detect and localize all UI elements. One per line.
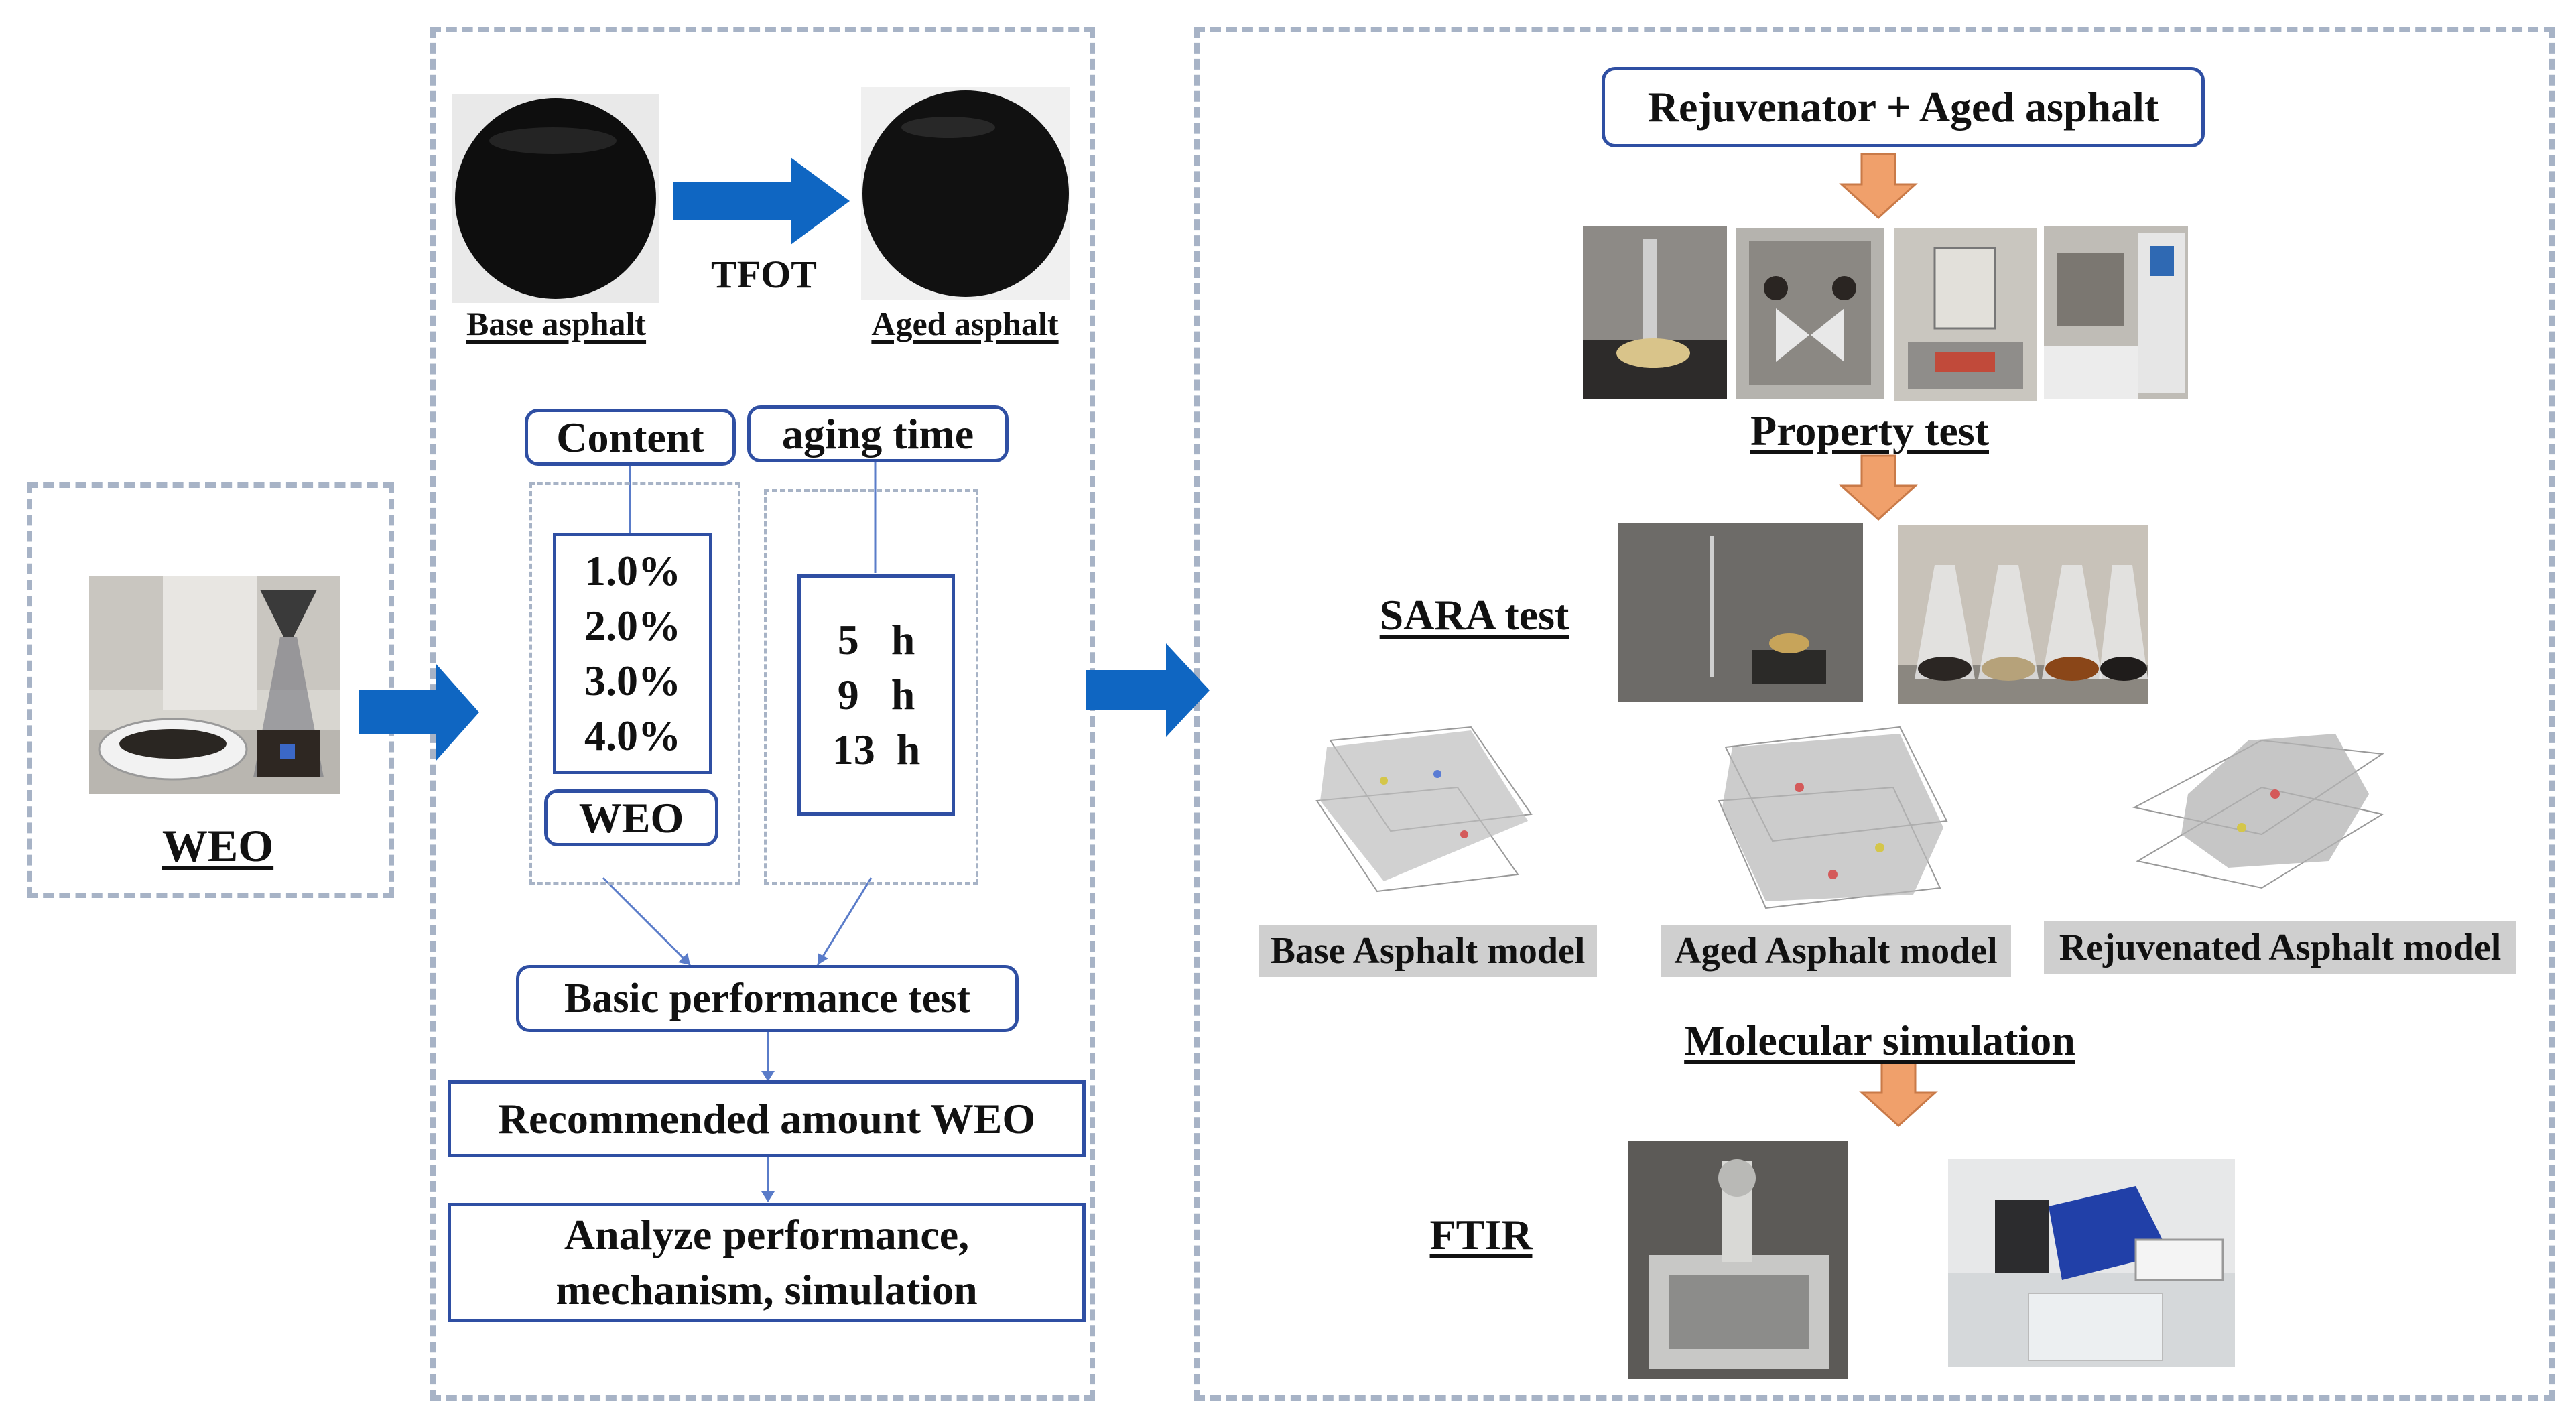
rejuvenated-asphalt-model-label: Rejuvenated Asphalt model bbox=[2044, 921, 2516, 974]
sara-test-label: SARA test bbox=[1379, 591, 1569, 639]
content-value: 1.0% bbox=[584, 547, 681, 594]
aged-asphalt-label: Aged asphalt bbox=[871, 305, 1059, 342]
analyze-line: Analyze performance, bbox=[564, 1211, 970, 1258]
aged-asphalt-model-image bbox=[1712, 720, 1960, 915]
analyze-line: mechanism, simulation bbox=[556, 1266, 978, 1313]
content-header: Content bbox=[525, 409, 736, 466]
recommended-amount-box: Recommended amount WEO bbox=[448, 1080, 1086, 1157]
property-test-label: Property test bbox=[1750, 407, 1989, 454]
property-photo-3 bbox=[1894, 228, 2037, 401]
aging-time-group bbox=[764, 489, 978, 885]
ftir-photo-1 bbox=[1628, 1141, 1848, 1379]
content-value: 2.0% bbox=[584, 602, 681, 649]
blue-arrow-icon bbox=[673, 157, 850, 245]
base-asphalt-label: Base asphalt bbox=[466, 305, 647, 342]
property-photo-2 bbox=[1736, 228, 1884, 399]
base-asphalt-photo bbox=[452, 94, 659, 303]
orange-arrow-icon bbox=[1839, 454, 1918, 521]
aging-time-value: 5 h bbox=[837, 616, 915, 663]
molecular-simulation-label: Molecular simulation bbox=[1684, 1017, 2075, 1064]
tfot-label: TFOT bbox=[711, 253, 817, 296]
base-asphalt-model-image bbox=[1303, 720, 1545, 901]
aged-asphalt-photo bbox=[861, 87, 1070, 300]
sara-photo-1 bbox=[1618, 523, 1863, 702]
weo-box: WEO bbox=[544, 789, 718, 846]
property-photo-4 bbox=[2044, 226, 2188, 399]
orange-arrow-icon bbox=[1839, 153, 1918, 220]
rejuvenated-asphalt-model-image bbox=[2128, 714, 2389, 895]
aging-time-value: 13 h bbox=[832, 726, 921, 773]
orange-arrow-icon bbox=[1859, 1061, 1938, 1128]
aging-time-values-box: 5 h 9 h 13 h bbox=[797, 574, 955, 816]
content-values-box: 1.0% 2.0% 3.0% 4.0% bbox=[553, 533, 712, 774]
aged-asphalt-model-label: Aged Asphalt model bbox=[1661, 925, 2011, 977]
blue-arrow-icon bbox=[359, 663, 479, 761]
analyze-box: Analyze performance, mechanism, simulati… bbox=[448, 1203, 1086, 1322]
basic-performance-box: Basic performance test bbox=[516, 965, 1019, 1032]
content-value: 3.0% bbox=[584, 657, 681, 704]
ftir-photo-2 bbox=[1948, 1159, 2235, 1367]
content-group bbox=[529, 482, 740, 885]
blue-arrow-icon bbox=[1086, 643, 1210, 737]
weo-label: WEO bbox=[162, 820, 274, 871]
aging-time-header: aging time bbox=[747, 405, 1009, 462]
weo-photo bbox=[89, 576, 340, 794]
content-value: 4.0% bbox=[584, 712, 681, 759]
right-panel bbox=[1194, 27, 2555, 1401]
base-asphalt-model-label: Base Asphalt model bbox=[1259, 925, 1597, 977]
property-photo-1 bbox=[1583, 226, 1727, 399]
sara-photo-2 bbox=[1898, 525, 2148, 704]
aging-time-value: 9 h bbox=[837, 671, 915, 718]
rejuvenator-box: Rejuvenator + Aged asphalt bbox=[1602, 67, 2205, 147]
ftir-label: FTIR bbox=[1429, 1211, 1533, 1258]
